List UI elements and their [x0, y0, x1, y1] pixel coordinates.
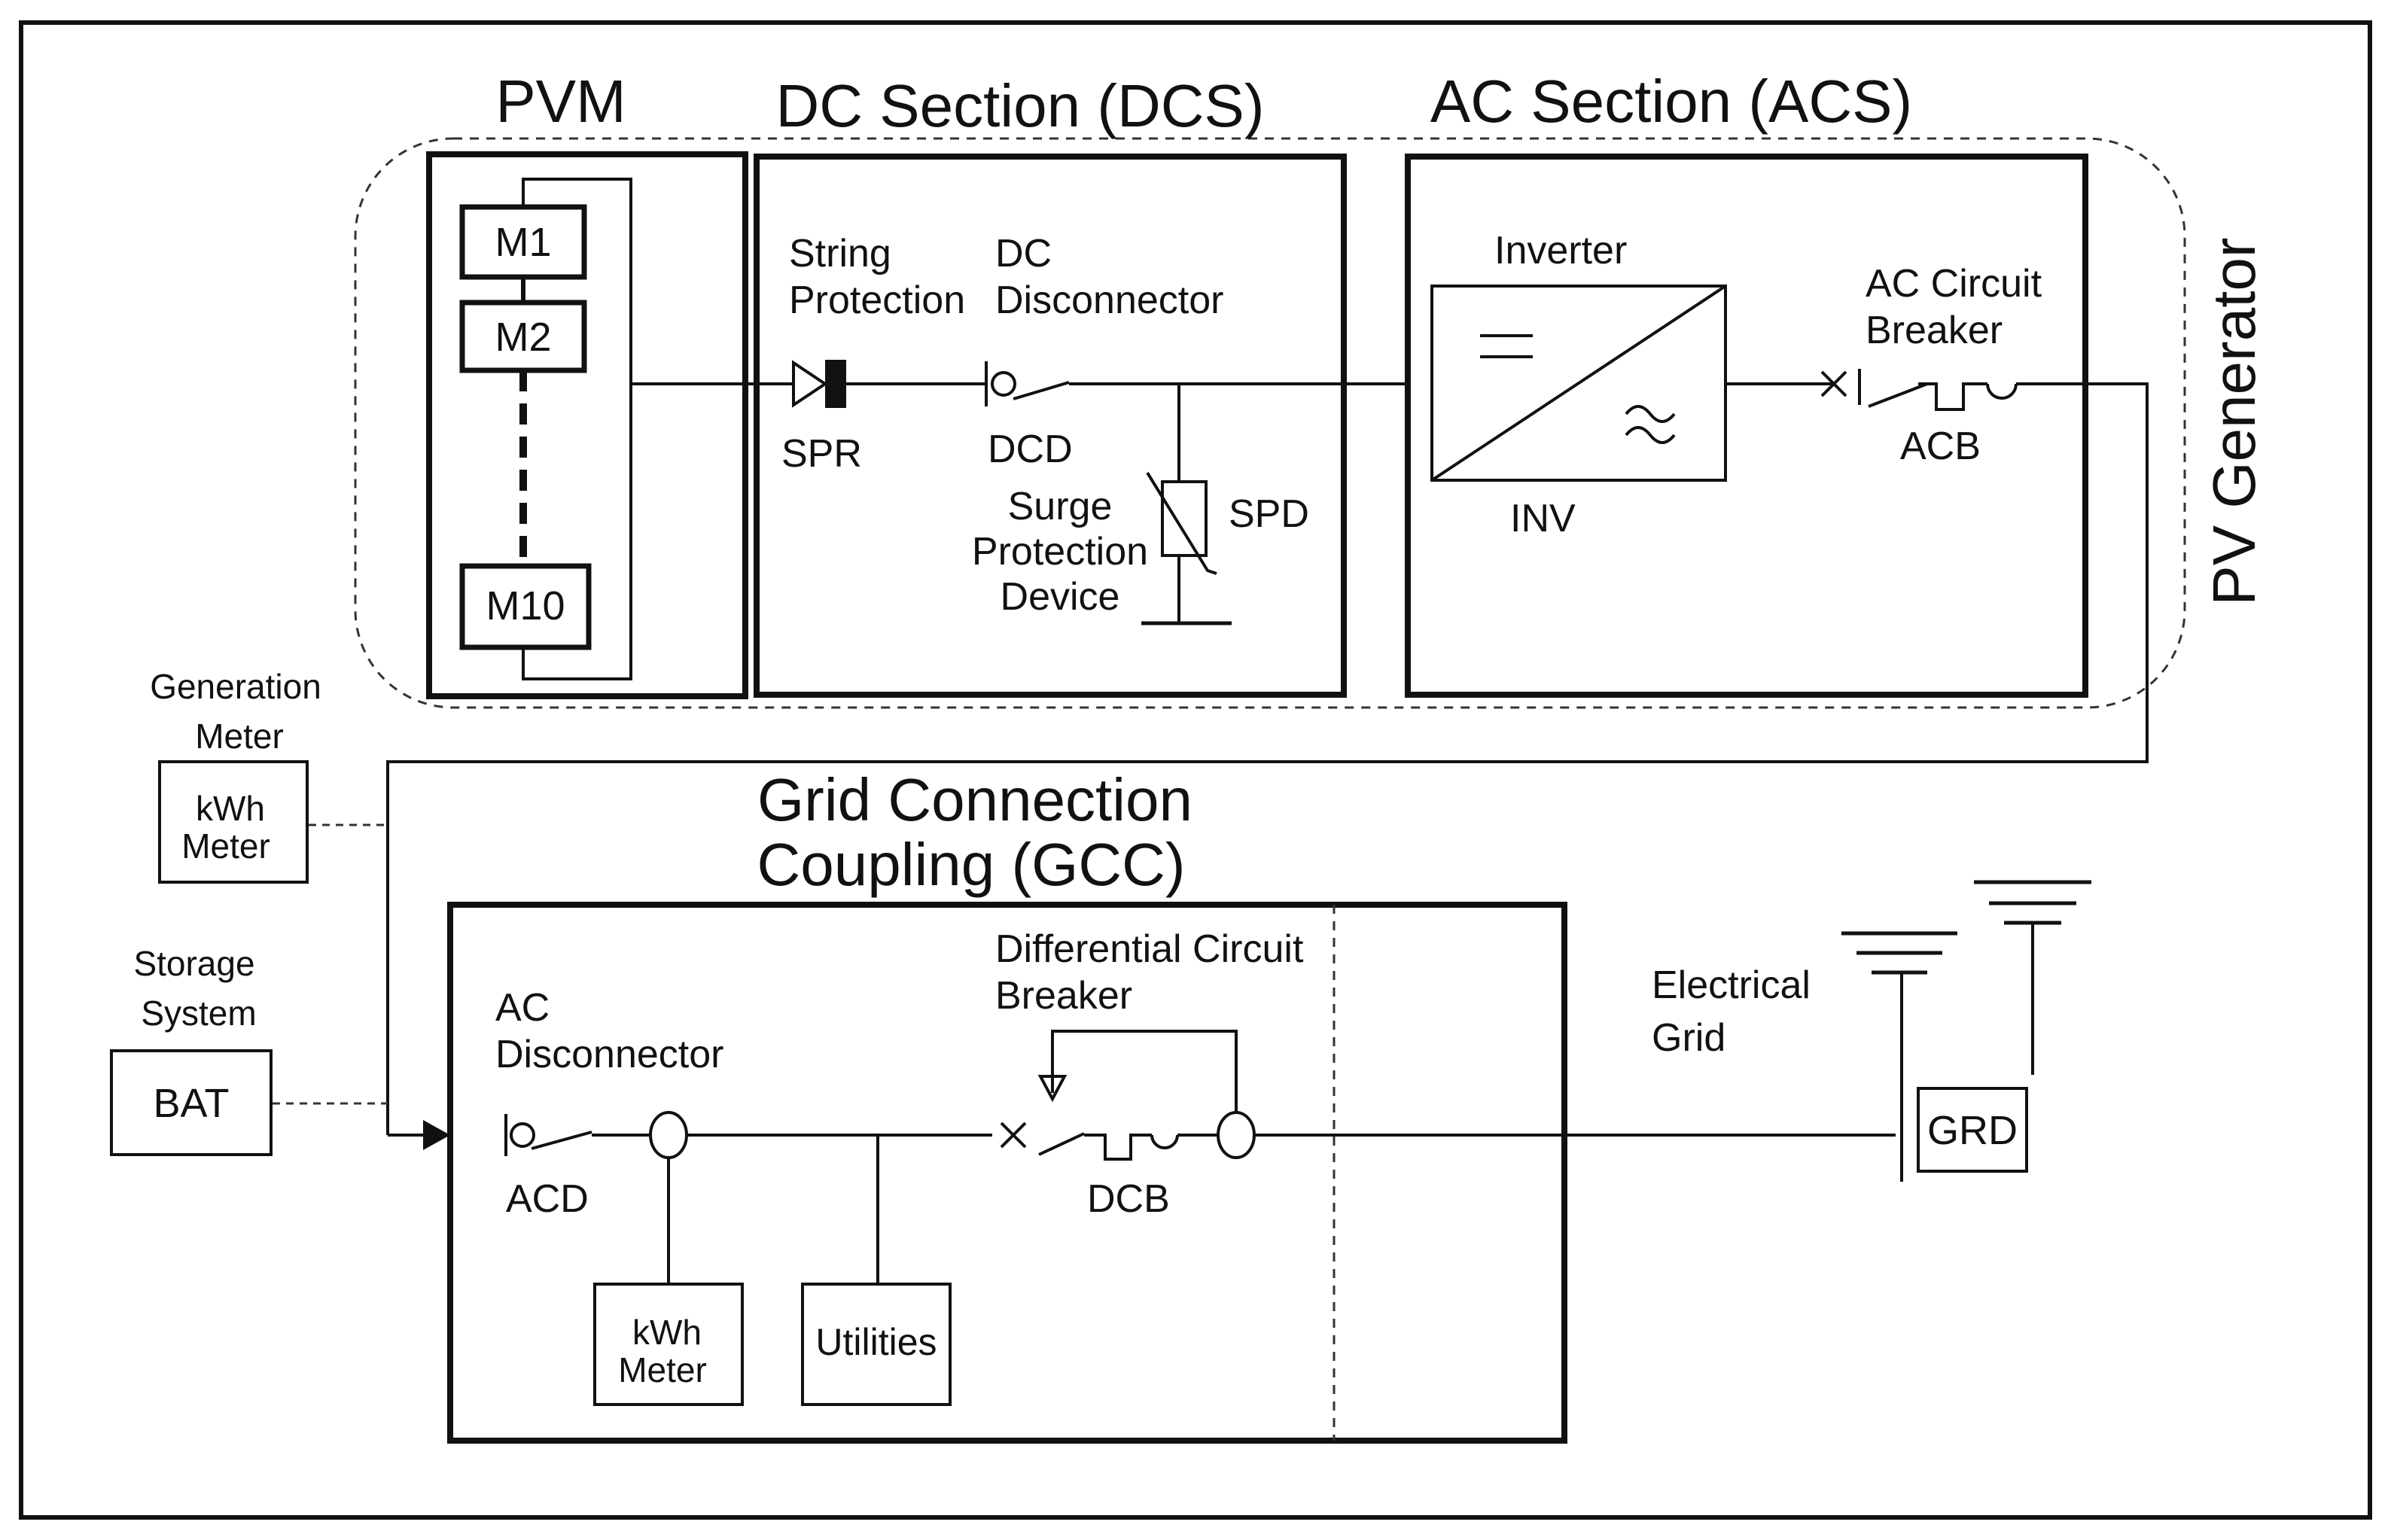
spr-label: SPR: [781, 432, 862, 476]
module-string-wire: [522, 178, 632, 680]
inverter-diagonal: [1430, 285, 1727, 482]
gcc-title-2: Coupling (GCC): [757, 831, 1185, 898]
spd-label: SPD: [1229, 492, 1309, 536]
gen-meter-label-1: Generation: [150, 667, 321, 706]
module-m2-label: M2: [495, 315, 551, 360]
module-m1-label: M1: [495, 220, 551, 265]
dcb-trip-arrow-icon: [1037, 1075, 1068, 1103]
dcs-title: DC Section (DCS): [775, 72, 1264, 139]
feed-arrow-icon: [423, 1120, 450, 1150]
dcb-blade-icon: [1038, 1132, 1085, 1156]
gen-meter-label-2: Meter: [195, 717, 284, 756]
surge-label-2: Protection: [972, 530, 1148, 574]
dc-disconnector-label-2: Disconnector: [995, 278, 1223, 322]
gen-meter-meter: Meter: [181, 826, 270, 866]
ac-output-wire: [386, 382, 2149, 1135]
differential-label-1: Differential Circuit: [995, 927, 1304, 971]
module-m10: [459, 563, 592, 650]
dcb-ct-icon: [1217, 1111, 1256, 1159]
spr-diode-icon: [792, 360, 828, 408]
gcc-box: [447, 902, 1567, 1444]
inverter-label: Inverter: [1494, 229, 1627, 272]
gen-meter-box: [158, 760, 309, 884]
acb-title-2: Breaker: [1866, 309, 2003, 352]
spr-diode-bar-icon: [825, 360, 846, 408]
dcd-blade-icon: [1013, 381, 1070, 400]
grid-label-1: Electrical: [1652, 963, 1811, 1007]
dc-disconnector-label-1: DC: [995, 232, 1052, 275]
acb-label: ACB: [1900, 425, 1981, 468]
pv-generator-label: PV Generator: [2201, 237, 2268, 605]
surge-label-1: Surge: [1008, 485, 1113, 528]
dcb-label: DCB: [1087, 1177, 1170, 1221]
dcb-cross-icon: [1000, 1122, 1027, 1149]
pvm-box: [426, 151, 748, 699]
acb-magnetic-icon: [1986, 383, 2018, 400]
module-m1: [459, 204, 587, 280]
surge-label-3: Device: [1001, 575, 1120, 619]
ac-disconnector-label-2: Disconnector: [495, 1033, 723, 1076]
ac-disconnector-label-1: AC: [495, 986, 550, 1030]
dcb-thermal-icon: [1084, 1134, 1152, 1161]
gcc-meter-kwh: kWh: [632, 1313, 702, 1352]
bat-box: [110, 1049, 273, 1156]
dcb-trip-link: [1051, 1030, 1238, 1112]
acs-title: AC Section (ACS): [1430, 68, 1912, 135]
gcc-meter-box: [593, 1283, 744, 1406]
gcc-title-1: Grid Connection: [757, 766, 1192, 833]
acb-title-1: AC Circuit: [1866, 262, 2042, 306]
dcd-contact-icon: [991, 371, 1016, 397]
gcc-meter-meter: Meter: [618, 1350, 707, 1389]
acd-label: ACD: [506, 1177, 589, 1221]
differential-label-2: Breaker: [995, 974, 1132, 1018]
string-protection-label-1: String: [789, 232, 891, 275]
gen-meter-kwh: kWh: [196, 789, 265, 828]
string-protection-label-2: Protection: [789, 278, 965, 322]
bat-label: BAT: [153, 1081, 229, 1126]
dcb-magnetic-icon: [1150, 1134, 1179, 1149]
spd-varistor-icon: [1161, 480, 1208, 557]
dcd-label: DCD: [988, 428, 1073, 471]
acd-blade-icon: [531, 1131, 592, 1150]
storage-label-2: System: [141, 994, 256, 1033]
pvm-title: PVM: [495, 68, 626, 135]
acd-contact-icon: [510, 1122, 535, 1148]
inv-label: INV: [1510, 497, 1576, 540]
ac-symbol-icon: [1625, 405, 1676, 444]
outer-frame: [19, 20, 2372, 1520]
acb-cross-icon: [1820, 370, 1847, 397]
acs-box: [1405, 154, 2088, 698]
module-m10-label: M10: [486, 583, 565, 628]
dcs-box: [754, 154, 1347, 698]
acb-blade-icon: [1868, 382, 1928, 408]
grd-label: GRD: [1927, 1108, 2018, 1153]
spd-varistor-slash-icon: [1146, 471, 1217, 575]
acb-thermal-icon: [1918, 382, 1987, 411]
utilities-box: [801, 1283, 952, 1406]
meter-ct-icon: [649, 1111, 688, 1159]
pv-generator-boundary: [354, 137, 2186, 709]
utilities-label: Utilities: [815, 1321, 937, 1363]
module-m2: [459, 300, 587, 373]
grid-label-2: Grid: [1652, 1016, 1725, 1060]
storage-label-1: Storage: [133, 944, 254, 983]
grd-box: [1917, 1087, 2028, 1173]
